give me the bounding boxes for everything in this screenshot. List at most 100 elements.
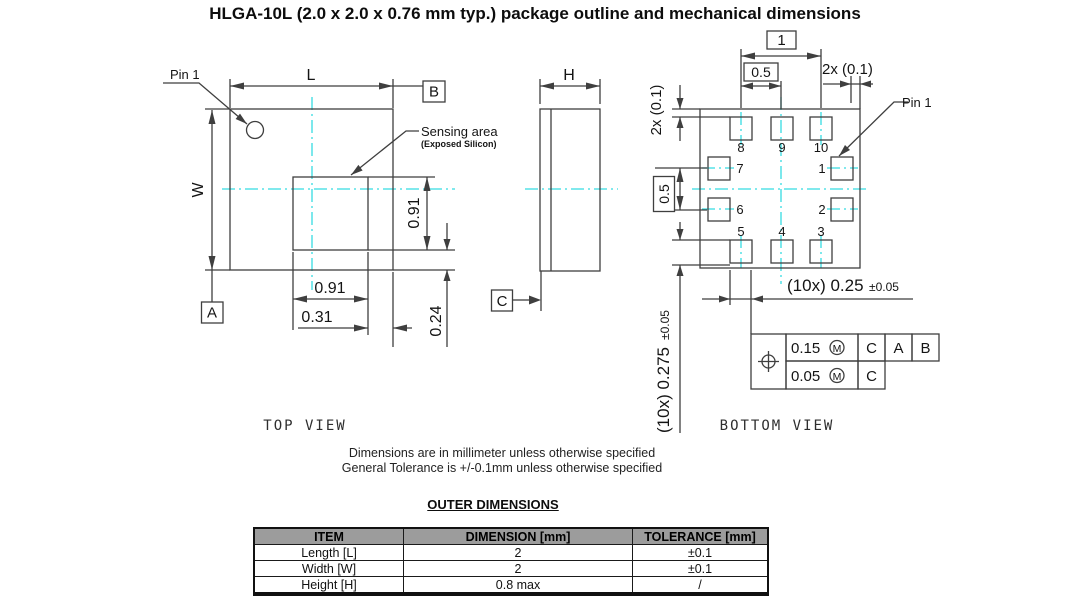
basic-dim-05-box (743, 62, 779, 82)
dim-pad-height-label: (10x) 0.275 (654, 347, 673, 433)
pad-label-3: 3 (817, 224, 824, 239)
mechanical-drawing: Pin 1 L B W A Sensing area (Exposed Sili… (163, 30, 940, 434)
note-tolerance: General Tolerance is +/-0.1mm unless oth… (341, 461, 663, 475)
table-header-row: ITEM DIMENSION [mm] TOLERANCE [mm] (253, 527, 769, 545)
bottom-view: 1 0.5 2x (0.1) 2x (0.1) 0.5 Pin 1 (10x) … (648, 30, 940, 434)
pad-2 (830, 197, 854, 222)
sensing-leader (350, 130, 419, 176)
pad-label-7: 7 (736, 161, 743, 176)
datum-b-box (422, 80, 446, 103)
fcf-row2-datum1: C (866, 368, 877, 385)
bottom-view-label: BOTTOM VIEW (720, 418, 835, 434)
mmc-symbol-icon-2 (829, 367, 845, 384)
basic-dim-1: 1 (777, 32, 785, 49)
dim-L-lines (229, 79, 423, 108)
table-row: Length [L] 2 ±0.1 (253, 544, 769, 561)
table-row: Height [H] 0.8 max / (253, 576, 769, 595)
pin1-leader (163, 82, 248, 125)
feature-control-frame (750, 333, 940, 390)
pad-label-10: 10 (814, 140, 828, 155)
fcf-row2-value: 0.05 (791, 368, 820, 385)
bottom-view-package-outline (699, 108, 861, 269)
basic-dim-1-box (766, 30, 797, 50)
cell-tolerance: ±0.1 (632, 560, 769, 577)
datum-c-box (490, 289, 514, 312)
datum-c-label: C (497, 293, 508, 310)
pad-label-6: 6 (736, 202, 743, 217)
bottom-pin1-label: Pin 1 (902, 95, 932, 110)
dim-offset-y-label: 0.24 (428, 305, 445, 336)
dim-H-label: H (563, 67, 575, 84)
fcf-row1-datum3: B (920, 340, 930, 357)
fcf-row2-mod: M (833, 371, 842, 383)
top-view-label: TOP VIEW (263, 418, 346, 434)
note-units: Dimensions are in millimeter unless othe… (348, 446, 656, 460)
pin1-marker (245, 120, 265, 140)
top-view-centerlines (222, 97, 455, 290)
page-title: HLGA-10L (2.0 x 2.0 x 0.76 mm typ.) pack… (209, 4, 861, 23)
pad-3 (809, 239, 833, 264)
dim-sensing-height-label: 0.91 (406, 197, 423, 228)
bottom-view-arrowheads (676, 52, 871, 303)
side-view: H C (490, 67, 618, 312)
dim-pad-width-label: (10x) 0.25 (787, 276, 864, 295)
pad-6 (707, 197, 731, 222)
pin1-label: Pin 1 (170, 67, 200, 82)
mmc-symbol-icon-1 (829, 339, 845, 356)
side-view-package-outline (539, 108, 601, 272)
cell-tolerance: / (632, 576, 769, 595)
pad-label-4: 4 (778, 224, 785, 239)
cell-dimension: 2 (403, 544, 633, 561)
pad-10 (809, 116, 833, 141)
pad-label-2: 2 (818, 202, 825, 217)
col-header-item: ITEM (253, 527, 404, 545)
fcf-row1-datum2: A (893, 340, 903, 357)
outer-dimensions-table: ITEM DIMENSION [mm] TOLERANCE [mm] Lengt… (253, 527, 769, 596)
fcf-row1-mod: M (833, 343, 842, 355)
drawing-notes: Dimensions are in millimeter unless othe… (0, 446, 1004, 476)
dim-pad-width-tol: ±0.05 (869, 280, 899, 294)
cell-item: Width [W] (253, 560, 404, 577)
table-caption: OUTER DIMENSIONS (427, 497, 559, 512)
bottom-view-centerlines (692, 97, 868, 284)
dim-edge-top-label: 2x (0.1) (822, 61, 873, 78)
sensing-area-sublabel: (Exposed Silicon) (421, 139, 497, 149)
dim-edge-left-label: 2x (0.1) (648, 85, 665, 136)
dim-offset-x-label: 0.31 (301, 309, 332, 326)
pad-label-8: 8 (737, 140, 744, 155)
basic-dim-05-left: 0.5 (656, 184, 672, 204)
pad-9 (770, 116, 794, 141)
pad-8 (729, 116, 753, 141)
top-view-package-outline (229, 108, 394, 271)
top-view: Pin 1 L B W A Sensing area (Exposed Sili… (163, 67, 498, 434)
dim-L-label: L (307, 67, 316, 84)
fcf-row1-value: 0.15 (791, 340, 820, 357)
datum-a-label: A (207, 305, 217, 322)
cell-dimension: 2 (403, 560, 633, 577)
bottom-pin1-leader (838, 101, 908, 157)
top-view-arrowheads (208, 82, 451, 332)
col-header-dimension: DIMENSION [mm] (403, 527, 633, 545)
dim-pad-height-tol: ±0.05 (658, 310, 672, 340)
basic-dim-05: 0.5 (751, 64, 771, 80)
col-header-tolerance: TOLERANCE [mm] (632, 527, 769, 545)
pads (707, 116, 854, 264)
pad-label-5: 5 (737, 224, 744, 239)
side-view-arrowheads (529, 82, 600, 305)
cell-item: Length [L] (253, 544, 404, 561)
pad-label-9: 9 (778, 140, 785, 155)
basic-dim-05-left-box (652, 175, 676, 213)
pad-4 (770, 239, 794, 264)
dim-W-lines (205, 108, 230, 302)
sensing-area (292, 176, 369, 251)
sensing-area-label: Sensing area (421, 124, 498, 139)
fcf-row1-datum1: C (866, 340, 877, 357)
pad-5 (729, 239, 753, 264)
pad-label-1: 1 (818, 161, 825, 176)
position-symbol-icon (758, 351, 779, 372)
pad-7 (707, 156, 731, 181)
pad-1 (830, 156, 854, 181)
cell-item: Height [H] (253, 576, 404, 595)
table-row: Width [W] 2 ±0.1 (253, 560, 769, 577)
